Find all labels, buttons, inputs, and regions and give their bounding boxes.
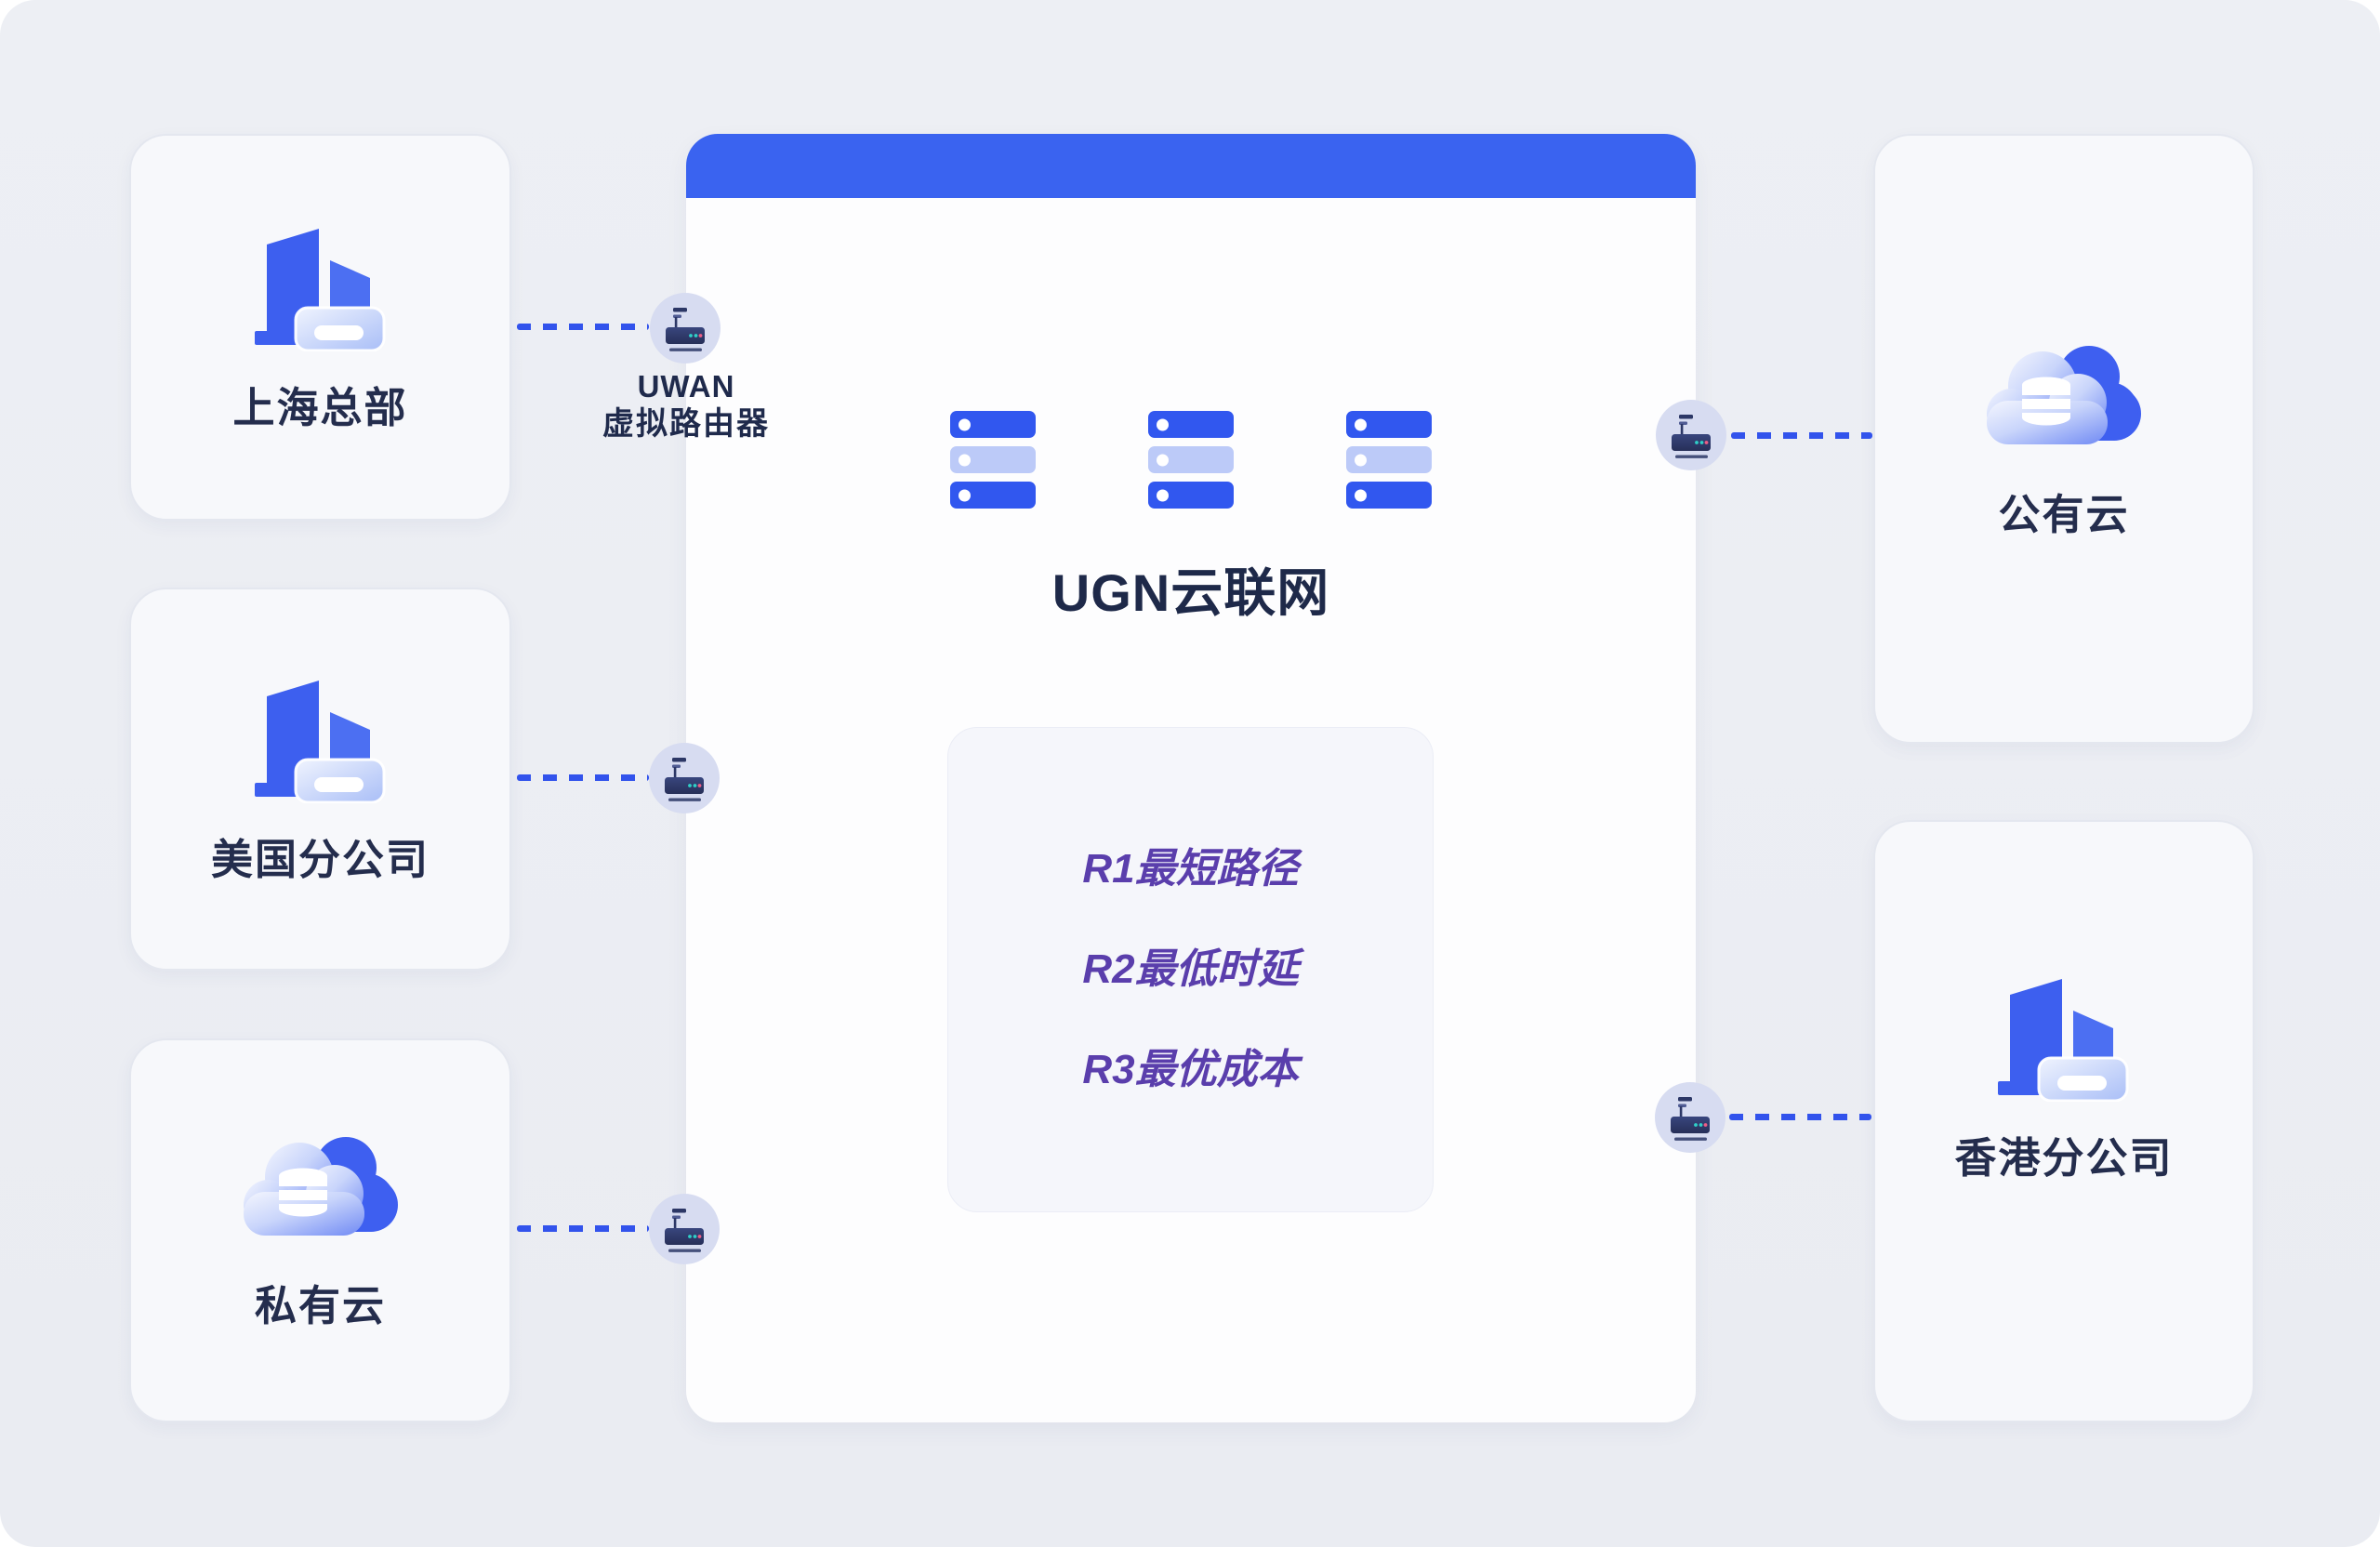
node-card-us-branch: 美国分公司 bbox=[129, 588, 511, 971]
server-stack-icon bbox=[1346, 411, 1432, 509]
node-card-shanghai-hq: 上海总部 bbox=[129, 134, 511, 521]
server-stack-icon bbox=[950, 411, 1036, 509]
route-policy-r3: R3最优成本 bbox=[1082, 1047, 1299, 1092]
uwan-virtual-router-icon bbox=[649, 1194, 720, 1264]
uwan-router-label-line1: UWAN bbox=[637, 369, 735, 403]
node-card-public-cloud: 公有云 bbox=[1873, 134, 2254, 744]
node-label-public-cloud: 公有云 bbox=[1998, 490, 2130, 538]
route-policy-r1: R1最短路径 bbox=[1082, 846, 1299, 892]
node-label-hongkong-branch: 香港分公司 bbox=[1954, 1133, 2174, 1182]
panel-header-bar bbox=[686, 134, 1696, 198]
uwan-virtual-router-icon bbox=[1655, 1082, 1726, 1153]
node-label-private-cloud: 私有云 bbox=[254, 1282, 386, 1329]
ugn-network-panel: UGN云联网 R1最短路径 R2最低时延 R3最优成本 bbox=[686, 134, 1696, 1422]
server-row bbox=[950, 446, 1036, 473]
server-row bbox=[950, 482, 1036, 509]
server-row bbox=[1148, 411, 1234, 438]
server-row bbox=[1346, 482, 1432, 509]
server-row bbox=[1148, 482, 1234, 509]
connection-dashed-line-private-cloud bbox=[517, 1225, 649, 1232]
route-policy-r2: R2最低时延 bbox=[1082, 946, 1299, 992]
office-building-icon bbox=[1996, 976, 2130, 1102]
uwan-router-label: UWAN 虚拟路由器 bbox=[523, 371, 849, 440]
office-building-icon bbox=[253, 226, 387, 352]
connection-dashed-line-public-cloud bbox=[1731, 432, 1872, 439]
server-cluster bbox=[950, 411, 1432, 509]
node-card-private-cloud: 私有云 bbox=[129, 1038, 511, 1422]
office-building-icon bbox=[253, 678, 387, 804]
server-row bbox=[1346, 446, 1432, 473]
connection-dashed-line-shanghai bbox=[517, 324, 649, 330]
server-row bbox=[1148, 446, 1234, 473]
uwan-virtual-router-icon bbox=[1656, 400, 1726, 470]
server-stack-icon bbox=[1148, 411, 1234, 509]
connection-dashed-line-hongkong bbox=[1729, 1114, 1871, 1120]
node-label-shanghai-hq: 上海总部 bbox=[232, 384, 408, 431]
server-row bbox=[1346, 411, 1432, 438]
uwan-router-label-line2: 虚拟路由器 bbox=[602, 406, 770, 442]
uwan-virtual-router-icon bbox=[649, 743, 720, 813]
routing-policies-card: R1最短路径 R2最低时延 R3最优成本 bbox=[947, 727, 1434, 1212]
connection-dashed-line-us bbox=[517, 774, 649, 781]
node-label-us-branch: 美国分公司 bbox=[210, 836, 430, 883]
panel-title: UGN云联网 bbox=[1051, 563, 1330, 622]
node-card-hongkong-branch: 香港分公司 bbox=[1873, 820, 2254, 1422]
cloud-database-icon bbox=[242, 1134, 400, 1236]
cloud-database-icon bbox=[1985, 343, 2143, 445]
server-row bbox=[950, 411, 1036, 438]
uwan-virtual-router-icon bbox=[650, 293, 721, 364]
